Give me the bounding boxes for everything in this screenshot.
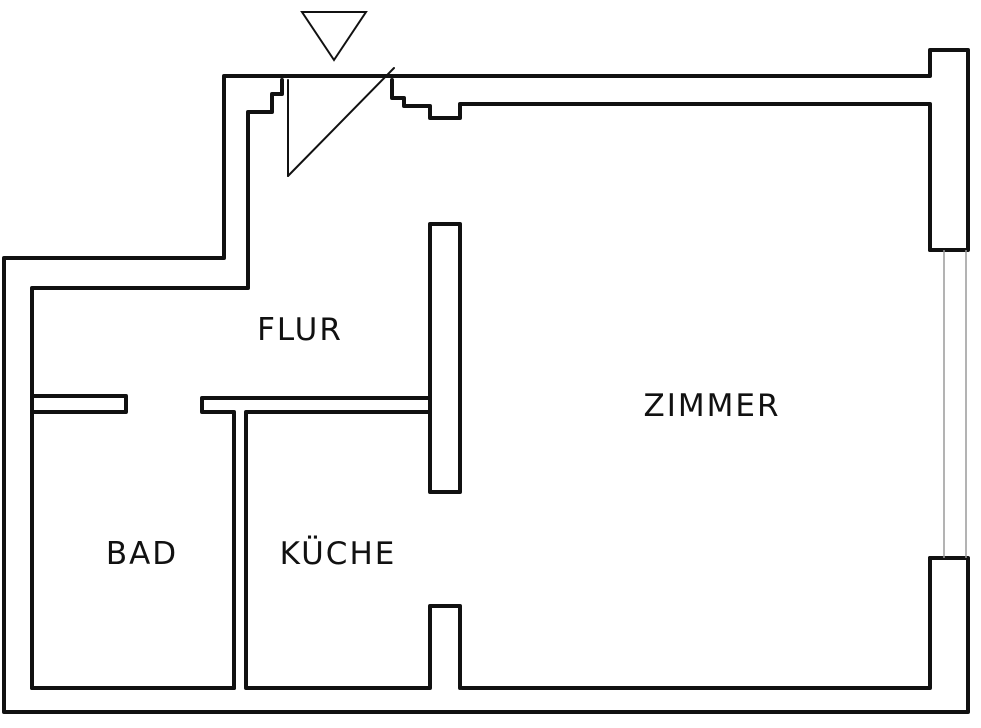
zimmer-partition (428, 222, 462, 494)
room-label-flur: FLUR (257, 312, 343, 348)
outer-wall-inner-line-right (390, 78, 932, 252)
entrance-door-swing (287, 67, 395, 177)
entrance-marker-icon (300, 11, 368, 62)
room-label-zimmer: ZIMMER (644, 388, 781, 424)
flur-bad-partition (30, 394, 128, 414)
outer-wall-inner-line-bottom (460, 556, 932, 690)
room-label-bad: BAD (106, 536, 178, 572)
room-label-kueche: KÜCHE (280, 535, 397, 572)
outer-wall-outer-line (2, 48, 970, 714)
outer-wall-inner-line (30, 78, 284, 690)
